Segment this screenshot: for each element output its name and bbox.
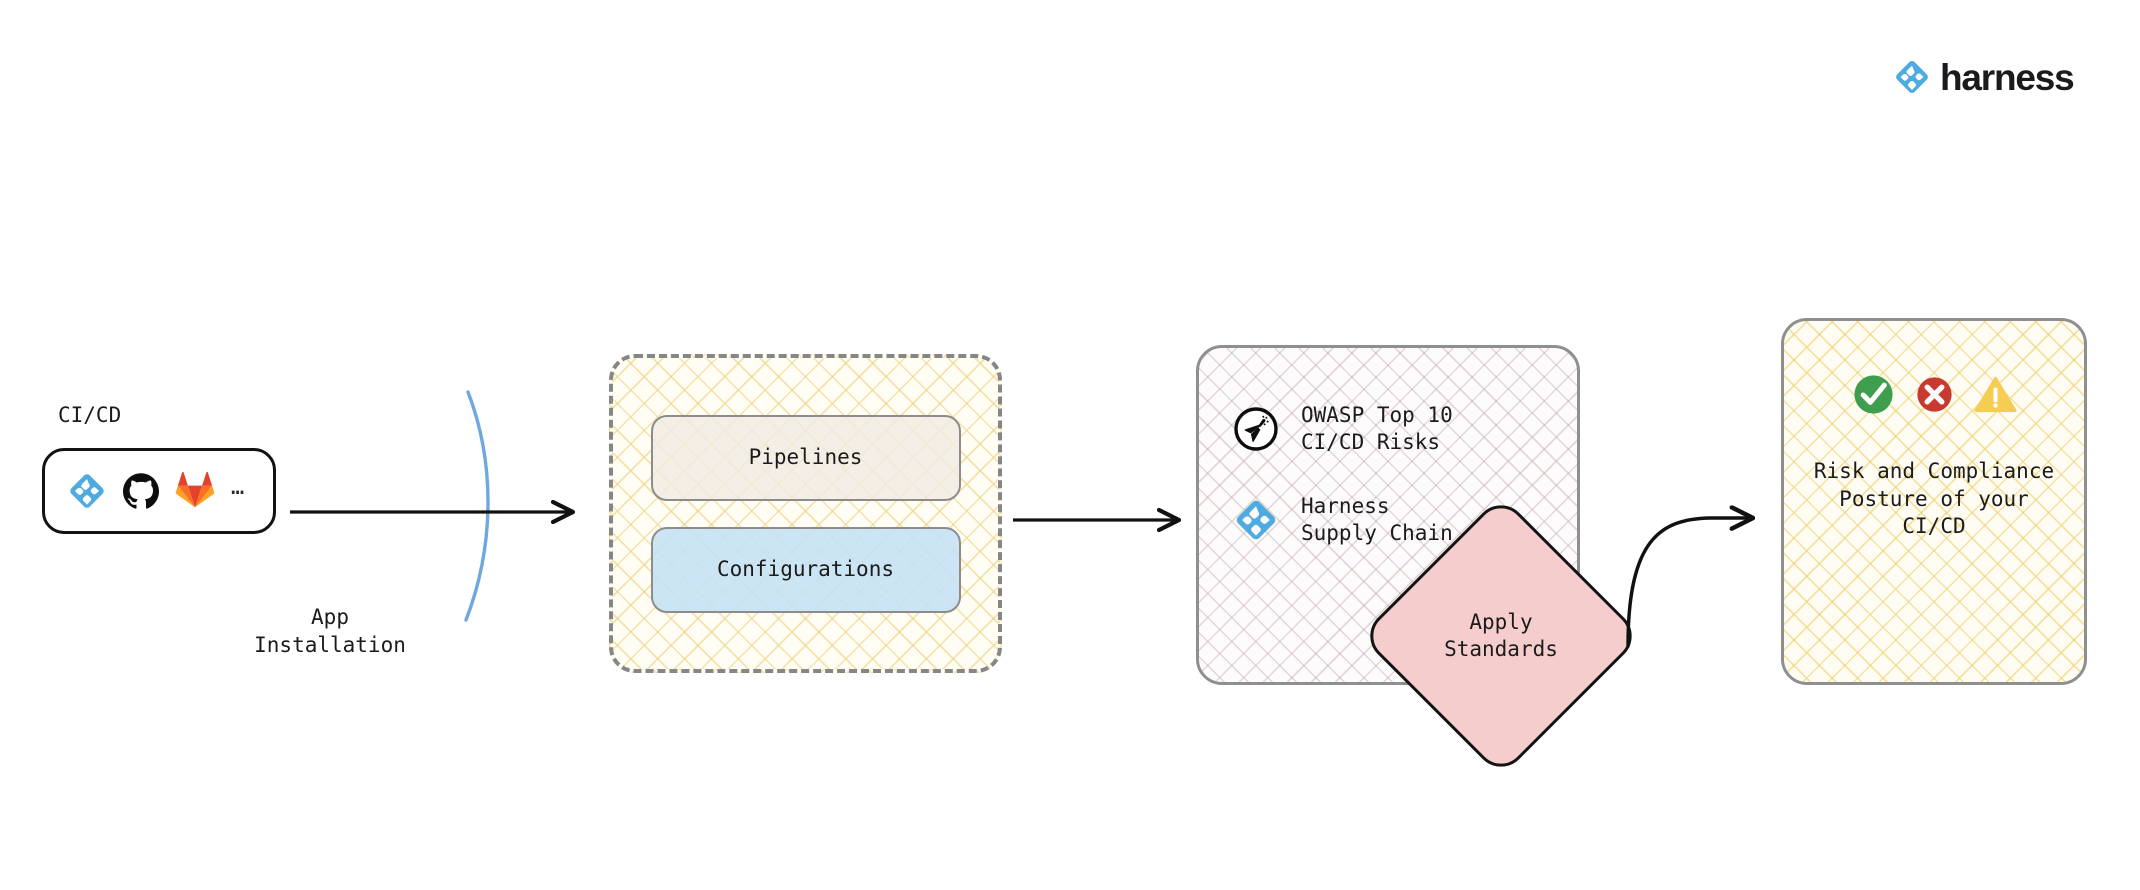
pipeline-config-container: Pipelines Configurations bbox=[609, 354, 1002, 673]
app-installation-label: App Installation bbox=[254, 605, 406, 657]
owasp-icon bbox=[1234, 407, 1278, 451]
edge-apply-standards-to-outcome bbox=[1626, 518, 1752, 648]
cicd-tools-box[interactable]: … bbox=[42, 448, 276, 534]
more-tools-ellipsis: … bbox=[231, 475, 247, 500]
standards-row-harness: Harness Supply Chain bbox=[1233, 493, 1577, 548]
app-installation-membrane bbox=[464, 390, 490, 622]
apply-standards-label: Apply Standards bbox=[1444, 609, 1558, 661]
gitlab-icon bbox=[175, 471, 215, 508]
apply-standards-diamond[interactable]: Apply Standards bbox=[1359, 494, 1643, 778]
harness-icon bbox=[1236, 500, 1276, 540]
configurations-card[interactable]: Configurations bbox=[650, 526, 961, 613]
harness-logo: harness bbox=[1893, 56, 2075, 98]
cicd-caption: CI/CD bbox=[58, 403, 122, 427]
outcome-card: Risk and Compliance Posture of your CI/C… bbox=[1781, 318, 2087, 685]
harness-supply-chain-label: Harness Supply Chain bbox=[1301, 493, 1453, 545]
status-icon-group bbox=[1850, 371, 2019, 418]
pipelines-label: Pipelines bbox=[748, 445, 863, 470]
harness-icon bbox=[70, 474, 104, 508]
warning-triangle-icon bbox=[1973, 376, 2017, 413]
x-circle-icon bbox=[1916, 377, 1952, 412]
check-circle-icon bbox=[1853, 375, 1893, 414]
outcome-label: Risk and Compliance Posture of your CI/C… bbox=[1813, 459, 2055, 539]
brand-name: harness bbox=[1940, 56, 2075, 98]
standards-row-owasp: OWASP Top 10 CI/CD Risks bbox=[1233, 402, 1577, 457]
configurations-label: Configurations bbox=[716, 557, 894, 582]
github-icon bbox=[123, 473, 159, 509]
pipelines-card[interactable]: Pipelines bbox=[650, 414, 961, 501]
harness-diamond-icon bbox=[1896, 61, 1928, 93]
owasp-label: OWASP Top 10 CI/CD Risks bbox=[1301, 403, 1453, 455]
